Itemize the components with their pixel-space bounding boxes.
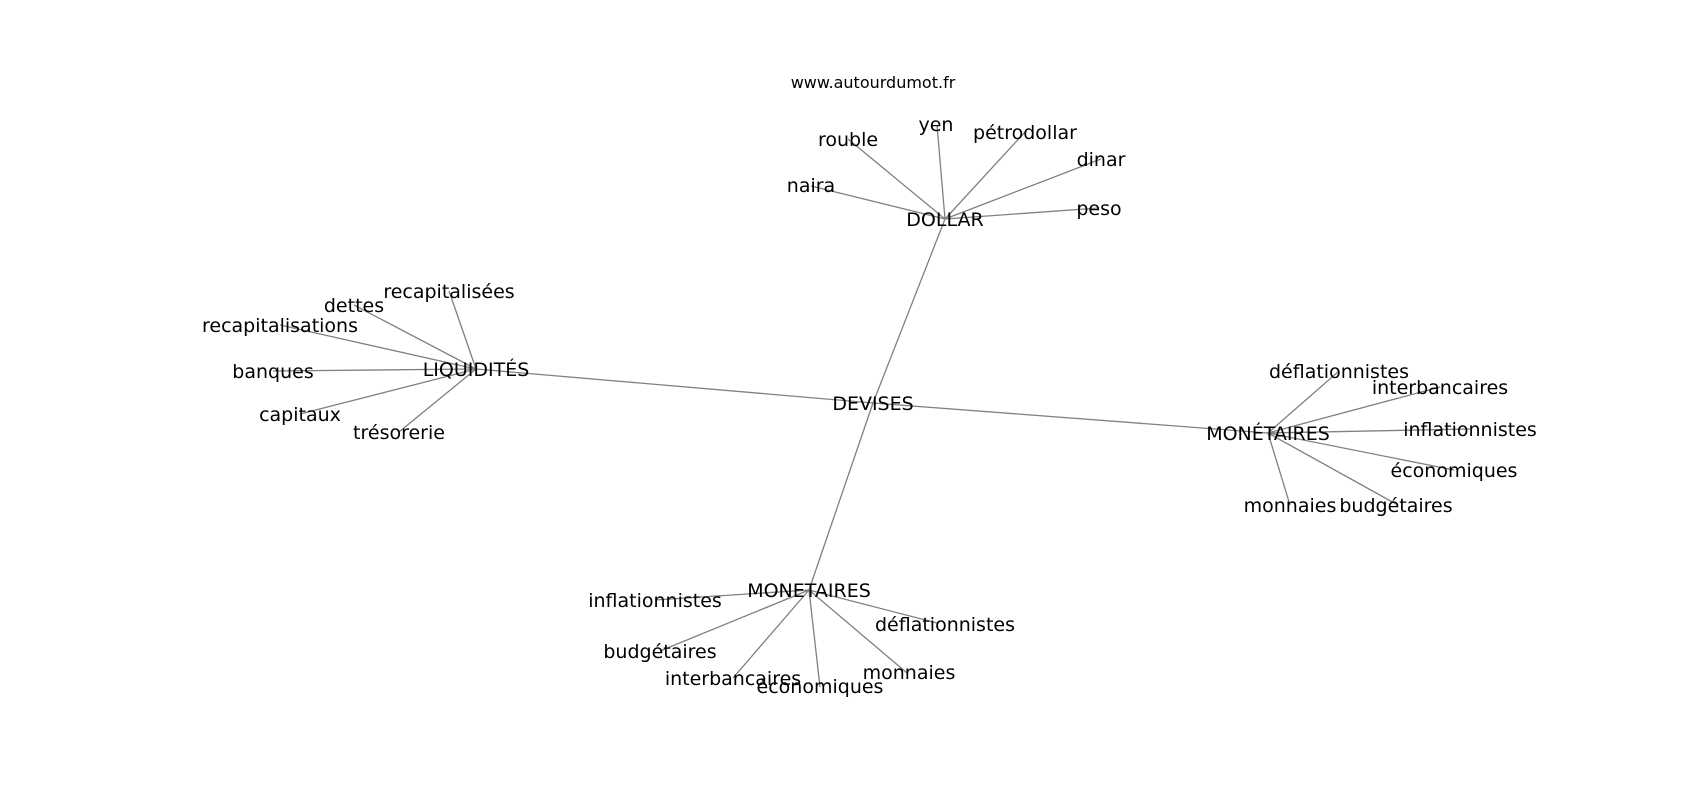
center-word: DEVISES	[832, 393, 913, 415]
edge-liquidites-recapitalisees	[448, 290, 477, 370]
edge-dollar-peso	[944, 207, 1100, 220]
source-label: www.autourdumot.fr	[791, 73, 956, 92]
edge-center-monetaires	[808, 402, 874, 591]
edge-monetaires-deflationnistes	[808, 589, 938, 624]
word-dollar-dinar: dinar	[1077, 149, 1126, 171]
edge-liquidites-banques	[272, 368, 477, 372]
word-liquidites-banques: banques	[232, 361, 313, 383]
word-monetaires-interbancaires: interbancaires	[665, 668, 801, 690]
word-dollar-petrodollar: pétrodollar	[973, 122, 1077, 144]
word-dollar-naira: naira	[787, 175, 835, 197]
hub-label-dollar: DOLLAR	[906, 209, 983, 231]
edge-liquidites-dettes	[353, 304, 477, 370]
word-monetaires-budgetaires: budgétaires	[603, 641, 716, 663]
word-liquidites-recapitalisees: recapitalisées	[383, 281, 514, 303]
edge-monetaires-interbancaires	[732, 589, 810, 679]
word-monetaires-accent-budgetaires: budgétaires	[1339, 495, 1452, 517]
edge-monetaires-accent-deflationnistes	[1267, 370, 1340, 434]
edge-liquidites-tresorerie	[398, 368, 477, 433]
word-liquidites-recapitalisations: recapitalisations	[202, 315, 358, 337]
hub-label-monetaires-accent: MONÉTAIRES	[1206, 422, 1330, 445]
edge-monetaires-inflationnistes	[654, 589, 810, 601]
edge-monetaires-economiques	[808, 589, 821, 688]
edge-monetaires-accent-inflationnistes	[1267, 428, 1471, 434]
word-monetaires-inflationnistes: inflationnistes	[588, 590, 722, 612]
word-liquidites-dettes: dettes	[324, 295, 384, 317]
edge-center-liquidites	[475, 368, 874, 404]
edge-monetaires-accent-interbancaires	[1267, 386, 1441, 434]
edge-dollar-naira	[810, 185, 946, 220]
edge-monetaires-accent-economiques	[1267, 432, 1455, 471]
edge-dollar-dinar	[944, 158, 1102, 220]
word-liquidites-tresorerie: trésorerie	[353, 422, 445, 444]
word-monetaires-accent-inflationnistes: inflationnistes	[1403, 419, 1537, 441]
word-monetaires-deflationnistes: déflationnistes	[875, 614, 1015, 636]
word-monetaires-accent-economiques: économiques	[1391, 460, 1518, 482]
hub-label-liquidites: LIQUIDITÉS	[423, 358, 530, 381]
edge-dollar-yen	[936, 124, 946, 220]
word-dollar-rouble: rouble	[818, 129, 878, 151]
word-monetaires-accent-interbancaires: interbancaires	[1372, 377, 1508, 399]
edge-dollar-petrodollar	[944, 131, 1026, 220]
word-monetaires-economiques: économiques	[757, 676, 884, 698]
edge-liquidites-recapitalisations	[279, 324, 477, 370]
edge-center-dollar	[872, 218, 946, 404]
word-monetaires-accent-monnaies: monnaies	[1244, 495, 1337, 517]
edge-monetaires-budgetaires	[659, 589, 810, 652]
word-monetaires-monnaies: monnaies	[863, 662, 956, 684]
hub-label-monetaires: MONETAIRES	[747, 580, 871, 602]
word-liquidites-capitaux: capitaux	[259, 404, 341, 426]
edge-monetaires-accent-monnaies	[1267, 432, 1291, 506]
edge-monetaires-accent-budgetaires	[1267, 432, 1397, 505]
word-dollar-peso: peso	[1076, 198, 1121, 220]
word-dollar-yen: yen	[919, 114, 954, 136]
edge-monetaires-monnaies	[808, 589, 908, 674]
word-monetaires-accent-deflationnistes: déflationnistes	[1269, 361, 1409, 383]
edge-liquidites-capitaux	[299, 368, 477, 415]
edge-dollar-rouble	[847, 138, 946, 220]
edge-center-monetaires-accent	[872, 402, 1269, 434]
